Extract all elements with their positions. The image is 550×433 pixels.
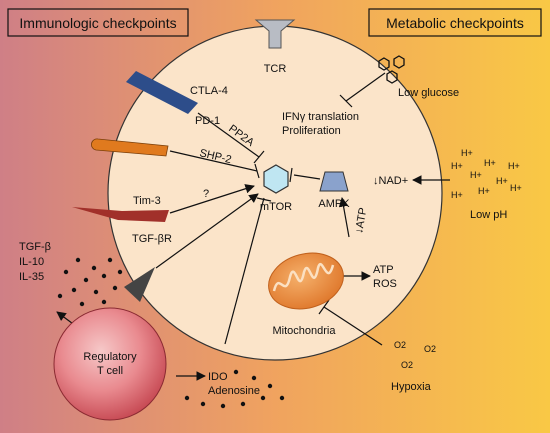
cytokine-il35-label: IL-35 bbox=[19, 271, 44, 283]
mitochondrion-icon bbox=[268, 252, 344, 310]
cytokine-il10-label: IL-10 bbox=[19, 256, 44, 268]
mitochondria-label: Mitochondria bbox=[273, 325, 337, 337]
low-ph-label: Low pH bbox=[470, 209, 507, 221]
treg-label-line1: Regulatory bbox=[83, 351, 137, 363]
pd1-receptor-icon bbox=[91, 138, 169, 157]
ampk-trapezoid-icon bbox=[319, 171, 349, 192]
adenosine-dots bbox=[184, 369, 285, 409]
tgfbr-receptor-icon bbox=[124, 267, 155, 302]
hypoxia-label: Hypoxia bbox=[391, 381, 432, 393]
atp-decrease-label: ↓ATP bbox=[353, 207, 369, 235]
pd1-label: PD-1 bbox=[195, 115, 220, 127]
ido-label: IDO bbox=[208, 371, 228, 383]
oxygen-cluster: O2 O2 O2 bbox=[394, 340, 436, 370]
tim3-receptor-icon bbox=[72, 207, 169, 222]
tcr-label: TCR bbox=[264, 63, 287, 75]
regulatory-t-cell bbox=[53, 307, 167, 421]
metabolic-header-text: Metabolic checkpoints bbox=[386, 15, 524, 31]
proton-label: H+ bbox=[451, 190, 463, 200]
proton-label: H+ bbox=[470, 170, 482, 180]
cytokine-dots bbox=[57, 257, 123, 307]
proton-label: H+ bbox=[496, 176, 508, 186]
unknown-link-label: ? bbox=[203, 188, 209, 200]
proton-label: H+ bbox=[451, 161, 463, 171]
low-glucose-label: Low glucose bbox=[398, 87, 459, 99]
proton-label: H+ bbox=[461, 148, 473, 158]
proton-label: H+ bbox=[478, 186, 490, 196]
adenosine-label: Adenosine bbox=[208, 385, 260, 397]
mtor-hexagon-icon bbox=[263, 164, 289, 194]
proton-cluster: H+ H+ H+ H+ H+ H+ H+ H+ H+ bbox=[451, 148, 522, 200]
tim3-label: Tim-3 bbox=[133, 195, 161, 207]
immunologic-header-text: Immunologic checkpoints bbox=[19, 15, 176, 31]
ros-label: ROS bbox=[373, 278, 397, 290]
nad-label: ↓NAD+ bbox=[373, 175, 408, 187]
oxygen-label: O2 bbox=[424, 344, 436, 354]
oxygen-label: O2 bbox=[394, 340, 406, 350]
tgfbr-label: TGF-βR bbox=[132, 233, 172, 245]
proton-label: H+ bbox=[508, 161, 520, 171]
tcr-receptor-icon bbox=[254, 19, 296, 49]
metabolic-header: Metabolic checkpoints bbox=[368, 8, 542, 37]
glucose-hexagon-icons bbox=[378, 55, 405, 84]
proton-label: H+ bbox=[510, 183, 522, 193]
ctla4-receptor-icon bbox=[126, 71, 198, 114]
treg-label-line2: T cell bbox=[97, 365, 123, 377]
proton-label: H+ bbox=[484, 158, 496, 168]
ctla4-label: CTLA-4 bbox=[190, 85, 228, 97]
oxygen-label: O2 bbox=[401, 360, 413, 370]
immunologic-header: Immunologic checkpoints bbox=[7, 8, 189, 37]
ifn-translation-label: IFNγ translation bbox=[282, 111, 359, 123]
atp-label: ATP bbox=[373, 264, 394, 276]
ampk-label: AMPK bbox=[318, 198, 350, 210]
cytokine-tgfb-label: TGF-β bbox=[19, 241, 51, 253]
proliferation-label: Proliferation bbox=[282, 125, 341, 137]
signal-lines bbox=[56, 72, 450, 381]
mtor-label: mTOR bbox=[260, 201, 292, 213]
